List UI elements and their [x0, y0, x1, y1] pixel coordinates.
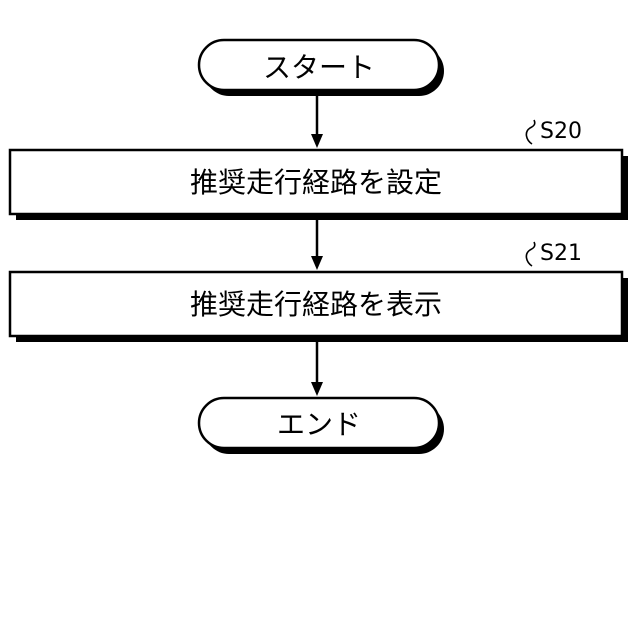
start-terminator: スタート	[199, 40, 444, 96]
process-s21-label: 推奨走行経路を表示	[190, 288, 442, 321]
s21-leader-icon	[526, 242, 534, 266]
process-s20-label: 推奨走行経路を設定	[190, 166, 442, 199]
arrowhead-s20-to-s21	[311, 256, 323, 270]
end-label: エンド	[277, 408, 361, 441]
arrowhead-s21-to-end	[311, 382, 323, 396]
process-box-s21: 推奨走行経路を表示	[10, 272, 628, 342]
process-box-s20: 推奨走行経路を設定	[10, 150, 628, 220]
s21-id: S21	[540, 241, 582, 266]
end-terminator: エンド	[199, 398, 444, 454]
start-label: スタート	[263, 51, 375, 84]
s20-leader-icon	[526, 120, 534, 144]
arrowhead-start-to-s20	[311, 134, 323, 148]
s20-id: S20	[540, 119, 582, 144]
